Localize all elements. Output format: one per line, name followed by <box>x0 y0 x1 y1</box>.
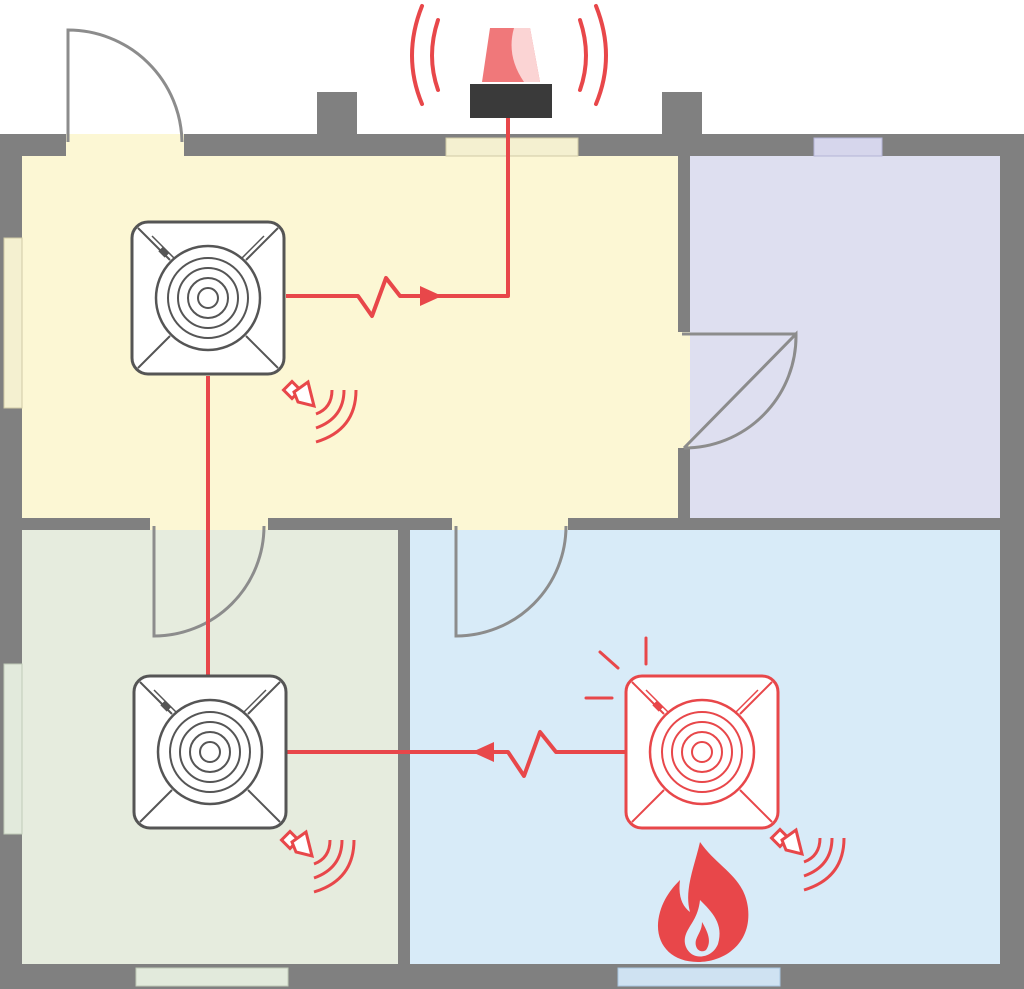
smoke-detector-living <box>130 220 286 376</box>
smoke-detector-office <box>132 674 288 830</box>
detector-flash-lines <box>584 636 648 700</box>
door-kitchen <box>454 525 568 638</box>
smoke-detector-kitchen <box>624 674 780 830</box>
doors <box>66 28 798 638</box>
windows <box>3 137 883 987</box>
wire-detector-to-beacon <box>286 112 510 318</box>
signal-arrow-to-office <box>472 742 494 762</box>
door-openings <box>66 134 690 530</box>
window-bottom-right <box>617 967 781 987</box>
window-left-upper <box>3 237 23 409</box>
interconnect-wiring <box>206 112 626 778</box>
room-bedroom <box>690 156 1000 518</box>
window-top-left <box>445 137 579 157</box>
door-office <box>152 525 266 638</box>
alarm-beacon-icon <box>410 4 608 118</box>
window-top-right <box>813 137 883 157</box>
door-entrance <box>66 28 184 143</box>
signal-arrow-to-beacon <box>420 286 442 306</box>
wire-kitchen-to-office <box>286 730 626 778</box>
flame-icon <box>657 842 749 962</box>
room-living <box>22 156 678 518</box>
window-left-lower <box>3 663 23 835</box>
door-bedroom <box>682 330 798 450</box>
window-bottom-left <box>135 967 289 987</box>
